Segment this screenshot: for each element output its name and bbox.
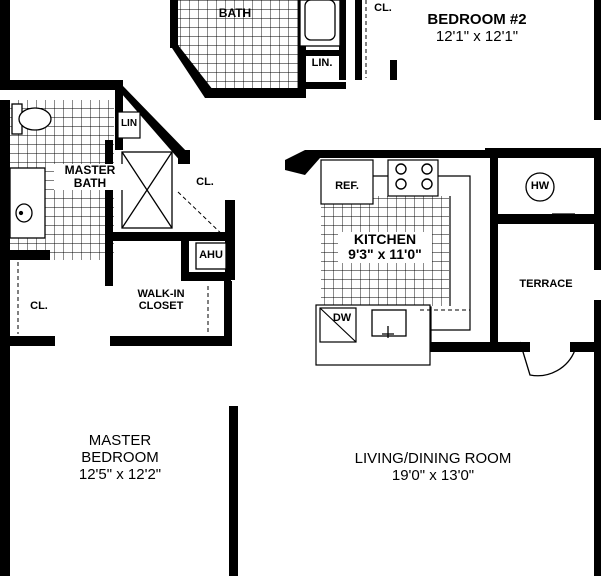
dw-label: DW [332,312,352,324]
stove-burners [395,163,433,190]
master-bedroom-line2: BEDROOM [81,448,159,466]
bedroom2-label: BEDROOM #2 12'1" x 12'1" [402,11,552,46]
bath-label: BATH [218,6,252,20]
shower [121,151,173,229]
bedroom2-name: BEDROOM #2 [427,11,527,28]
water-heater [525,172,555,202]
kitchen-label: KITCHEN 9'3" x 11'0" [338,231,432,263]
master-bath-line2: BATH [73,176,107,191]
kitchen-name: KITCHEN [353,231,417,247]
ref-label: REF. [335,180,359,192]
cl-left-label: CL. [30,300,48,312]
walkin-label: WALK-IN CLOSET [124,288,198,313]
cl-mid-label: CL. [196,176,214,188]
master-bedroom-dims: 12'5" x 12'2" [78,465,162,483]
bath-sink [9,167,46,239]
cl-top-label: CL. [374,2,392,14]
kitchen-dims: 9'3" x 11'0" [348,246,422,263]
hw-label: HW [530,180,550,192]
walkin-line2: CLOSET [138,300,184,313]
closet-shelf-lines [17,0,470,334]
dishwasher [319,307,357,343]
ahu-label: AHU [199,249,223,261]
master-bedroom-line1: MASTER [88,432,152,449]
terrace-label: TERRACE [519,278,573,290]
bath-tile-floor [178,0,300,88]
lin-master-label: LIN [120,118,138,129]
walkin-line1: WALK-IN [137,288,185,300]
master-bedroom-label: MASTER BEDROOM 12'5" x 12'2" [55,432,185,483]
lin-master-box [117,111,141,139]
living-dims: 19'0" x 13'0" [391,466,475,484]
kitchen-sink [371,309,407,338]
living-label: LIVING/DINING ROOM 19'0" x 13'0" [330,450,536,485]
master-bath-label: MASTER BATH [54,163,126,191]
lin-top-label: LIN. [311,57,333,69]
toilet [11,103,52,135]
ahu-box [195,242,227,270]
bedroom2-dims: 12'1" x 12'1" [435,27,519,45]
master-bath-line1: MASTER [64,163,116,177]
terrace-openings [491,213,597,576]
living-name: LIVING/DINING ROOM [354,450,512,467]
bathtub [299,0,341,47]
